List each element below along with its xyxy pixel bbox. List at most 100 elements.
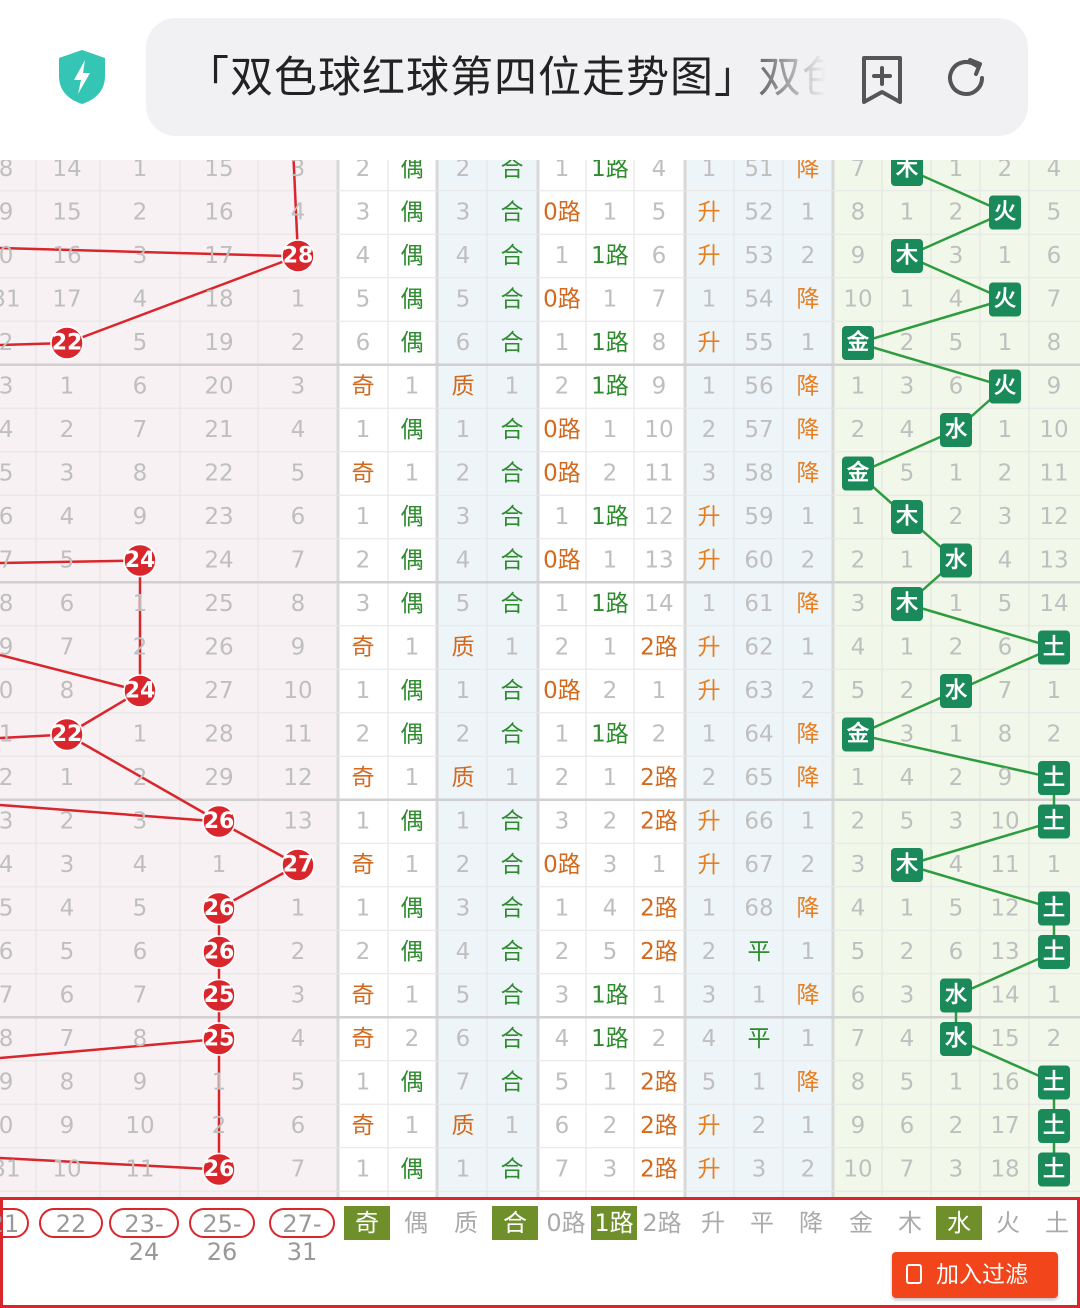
trend-direction-cell: 66 <box>744 809 773 835</box>
filter-option[interactable]: 降 <box>799 1209 823 1237</box>
filter-option[interactable]: 水 <box>936 1206 982 1240</box>
route-cell: 3 <box>603 1157 618 1183</box>
add-bookmark-icon[interactable] <box>858 54 906 106</box>
trend-direction-cell: 升 <box>698 809 721 835</box>
even-cell: 偶 <box>401 591 424 617</box>
filter-range-pill[interactable]: 25-26 <box>189 1208 255 1266</box>
trend-line-segment <box>0 1037 220 1060</box>
prime-cell: 2 <box>456 852 471 878</box>
route-cell: 2路 <box>640 1113 678 1139</box>
trend-direction-cell: 2 <box>801 852 816 878</box>
omit-count-cell: 5 <box>133 330 148 356</box>
trend-direction-cell: 58 <box>744 461 773 487</box>
filter-option[interactable]: 火 <box>996 1209 1020 1237</box>
element-omit-cell: 6 <box>851 983 866 1009</box>
filter-range-pill[interactable]: 21 <box>0 1208 29 1238</box>
route-cell: 3 <box>555 809 570 835</box>
filter-range-pill[interactable]: 27-31 <box>269 1208 335 1266</box>
odd-cell: 3 <box>356 200 371 226</box>
omit-count-cell: 1 <box>133 160 148 182</box>
add-filter-button[interactable]: 加入过滤 <box>892 1252 1058 1298</box>
red-ball-label: 24 <box>125 679 156 704</box>
route-cell: 2路 <box>640 809 678 835</box>
route-cell: 4 <box>555 1026 570 1052</box>
omit-count-cell: 4 <box>0 417 13 443</box>
security-shield-icon[interactable] <box>56 48 108 106</box>
element-trend-segment <box>906 211 1006 258</box>
filter-range-pill[interactable]: 22 <box>39 1208 103 1238</box>
omit-count-cell: 2 <box>133 635 148 661</box>
element-tag <box>891 500 923 534</box>
prime-cell: 4 <box>456 939 471 965</box>
address-bar[interactable]: 「双色球红球第四位走势图」双色球红球第四位走势图 <box>146 18 1028 136</box>
prime-cell: 5 <box>456 287 471 313</box>
filter-option[interactable]: 奇 <box>344 1206 390 1240</box>
prime-cell: 6 <box>456 1026 471 1052</box>
route-cell: 1 <box>555 504 570 530</box>
composite-cell: 合 <box>501 1157 524 1183</box>
trend-direction-cell: 升 <box>698 200 721 226</box>
odd-cell: 奇 <box>352 1026 375 1052</box>
omit-count-cell: 6 <box>291 504 306 530</box>
even-cell: 1 <box>405 1113 420 1139</box>
trend-direction-cell: 1 <box>801 939 816 965</box>
trend-direction-cell: 1 <box>702 374 717 400</box>
omit-count-cell: 10 <box>283 678 312 704</box>
route-cell: 10 <box>644 417 673 443</box>
element-tag-label: 木 <box>895 244 919 269</box>
filter-option[interactable]: 土 <box>1045 1209 1069 1237</box>
element-omit-cell: 3 <box>949 1157 964 1183</box>
red-ball-number <box>202 1022 236 1056</box>
filter-option[interactable]: 升 <box>701 1209 725 1237</box>
element-tag-label: 金 <box>846 460 870 486</box>
red-ball-number <box>281 239 315 273</box>
element-omit-cell: 1 <box>949 722 964 748</box>
omit-count-cell: 8 <box>133 461 148 487</box>
filter-range-pill[interactable]: 23-24 <box>109 1208 179 1266</box>
omit-count-cell: 2 <box>212 1113 227 1139</box>
element-omit-cell: 1 <box>851 765 866 791</box>
odd-cell: 2 <box>356 548 371 574</box>
composite-cell: 合 <box>501 591 524 617</box>
filter-option[interactable]: 木 <box>898 1209 922 1237</box>
trend-direction-cell: 1 <box>702 287 717 313</box>
trend-direction-cell: 5 <box>702 1070 717 1096</box>
even-cell: 偶 <box>401 287 424 313</box>
route-cell: 1 <box>555 330 570 356</box>
filter-option[interactable]: 偶 <box>404 1209 428 1237</box>
trend-direction-cell: 2 <box>702 765 717 791</box>
omit-count-cell: 3 <box>0 809 13 835</box>
filter-option[interactable]: 0路 <box>546 1209 586 1237</box>
filter-option[interactable]: 1路 <box>591 1206 637 1240</box>
prime-cell: 3 <box>456 896 471 922</box>
filter-option[interactable]: 合 <box>492 1206 538 1240</box>
route-cell: 2 <box>603 1113 618 1139</box>
filter-option[interactable]: 平 <box>750 1209 774 1237</box>
composite-cell: 合 <box>501 330 524 356</box>
composite-cell: 合 <box>501 548 524 574</box>
url-text[interactable]: 「双色球红球第四位走势图」双色球红球第四位走势图 <box>186 53 826 103</box>
element-omit-cell: 13 <box>990 939 1019 965</box>
omit-count-cell: 2 <box>60 809 75 835</box>
element-omit-cell: 5 <box>851 678 866 704</box>
filter-option[interactable]: 金 <box>849 1209 873 1237</box>
route-cell: 1 <box>603 417 618 443</box>
reload-icon[interactable] <box>942 54 990 102</box>
trend-direction-cell: 2 <box>702 939 717 965</box>
element-omit-cell: 2 <box>949 504 964 530</box>
element-omit-cell: 13 <box>1039 548 1068 574</box>
element-tag-label: 火 <box>994 200 1016 225</box>
element-omit-cell: 7 <box>900 1157 915 1183</box>
element-omit-cell: 1 <box>900 548 915 574</box>
filter-option[interactable]: 质 <box>454 1209 478 1237</box>
element-omit-cell: 18 <box>990 1157 1019 1183</box>
even-cell: 偶 <box>401 504 424 530</box>
trend-direction-cell: 升 <box>698 1157 721 1183</box>
filter-option[interactable]: 2路 <box>642 1209 682 1237</box>
element-omit-cell: 3 <box>900 983 915 1009</box>
even-cell: 偶 <box>401 200 424 226</box>
even-cell: 偶 <box>401 678 424 704</box>
even-cell: 1 <box>405 765 420 791</box>
trend-direction-cell: 2 <box>801 548 816 574</box>
